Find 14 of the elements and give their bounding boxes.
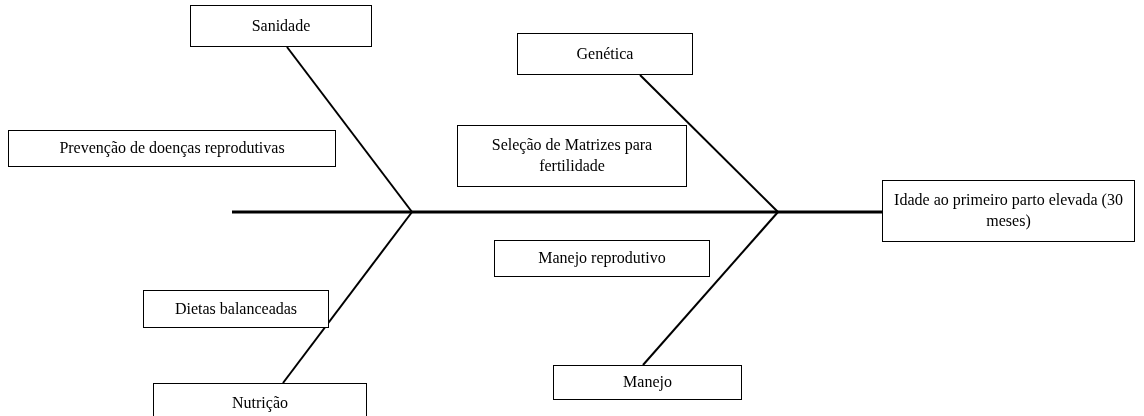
bone-line [286, 46, 413, 213]
cause-box: Dietas balanceadas [143, 290, 329, 328]
category-box: Nutrição [153, 383, 367, 416]
category-box: Manejo [553, 365, 742, 400]
bone-line [282, 211, 413, 384]
cause-box: Manejo reprodutivo [494, 240, 710, 277]
effect-box: Idade ao primeiro parto elevada (30 meses) [882, 180, 1135, 242]
cause-box: Seleção de Matrizes para fertilidade [457, 125, 687, 187]
category-box: Genética [517, 33, 693, 75]
category-box: Sanidade [190, 5, 372, 47]
cause-box: Prevenção de doenças reprodutivas [8, 130, 336, 167]
spine-line [232, 210, 882, 214]
bone-line [639, 74, 779, 213]
bone-line [642, 211, 779, 366]
